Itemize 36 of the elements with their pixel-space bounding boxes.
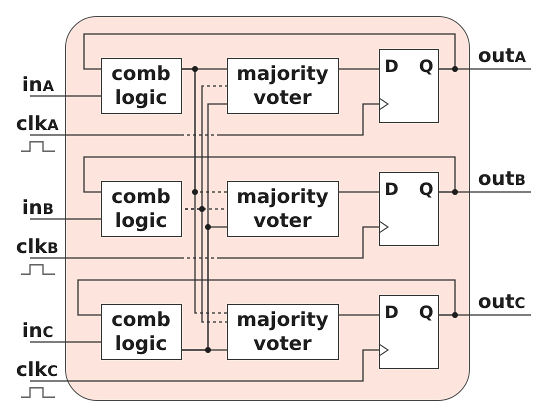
pin-label: Q (419, 182, 434, 198)
flip-flop-block (378, 48, 438, 122)
block-label: majority voter (236, 184, 328, 232)
block-label: comb logic (111, 184, 171, 232)
wire (339, 191, 379, 193)
wire (30, 97, 389, 136)
logic-block (100, 304, 182, 360)
wire (30, 218, 101, 220)
flip-flop-block (378, 172, 438, 246)
pin-label: Q (419, 58, 434, 76)
flip-flop-block (378, 294, 438, 368)
voter-block (226, 180, 338, 236)
voter-block (226, 58, 338, 114)
block-label: comb logic (111, 62, 171, 110)
wire (182, 349, 227, 351)
block-label: majority voter (236, 62, 328, 110)
pin-label: Q (419, 304, 434, 322)
block-label: comb logic (111, 308, 171, 356)
logic-block (100, 180, 182, 236)
block-label: majority voter (236, 308, 328, 356)
wire (30, 220, 389, 259)
pin-label: D (384, 182, 399, 198)
module-panel (65, 16, 470, 401)
wire (339, 68, 379, 70)
wire (77, 279, 456, 316)
logic-block (100, 58, 182, 114)
wire (30, 95, 101, 97)
wire (83, 156, 456, 193)
wire (30, 343, 389, 382)
wire (339, 314, 379, 316)
pin-label: D (384, 304, 399, 322)
wire (182, 208, 227, 323)
voter-block (226, 304, 338, 360)
wire (30, 341, 101, 343)
wire (182, 68, 227, 314)
pin-label: D (384, 58, 399, 76)
